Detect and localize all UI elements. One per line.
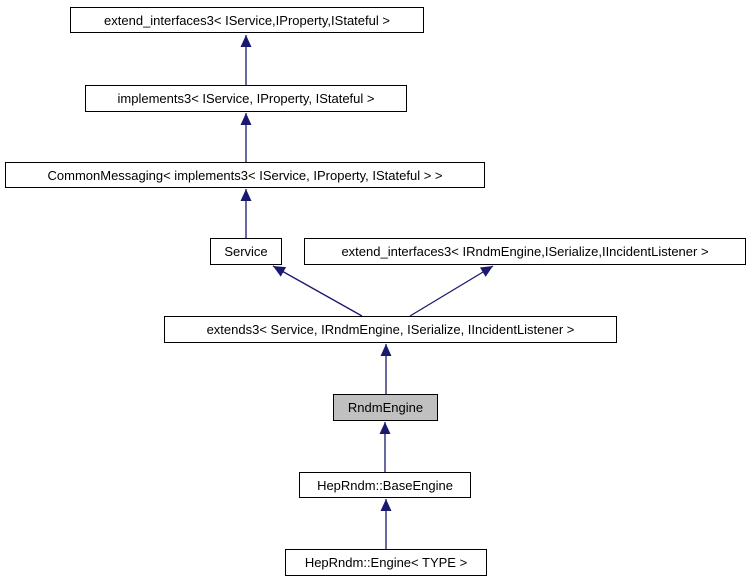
node-heprndm-base-engine[interactable]: HepRndm::BaseEngine (299, 472, 471, 498)
node-implements3[interactable]: implements3< IService, IProperty, IState… (85, 85, 407, 112)
node-service[interactable]: Service (210, 238, 282, 265)
node-extend-interfaces3-iservice[interactable]: extend_interfaces3< IService,IProperty,I… (70, 7, 424, 33)
node-extends3[interactable]: extends3< Service, IRndmEngine, ISeriali… (164, 316, 617, 343)
node-heprndm-engine-type[interactable]: HepRndm::Engine< TYPE > (285, 549, 487, 576)
edge-extends3-to-service (272, 265, 363, 317)
node-common-messaging[interactable]: CommonMessaging< implements3< IService, … (5, 162, 485, 188)
edge-extends3-to-extend-interfaces3-right (409, 265, 494, 317)
node-rndm-engine-current: RndmEngine (333, 394, 438, 421)
node-extend-interfaces3-irndmengine[interactable]: extend_interfaces3< IRndmEngine,ISeriali… (304, 238, 746, 265)
